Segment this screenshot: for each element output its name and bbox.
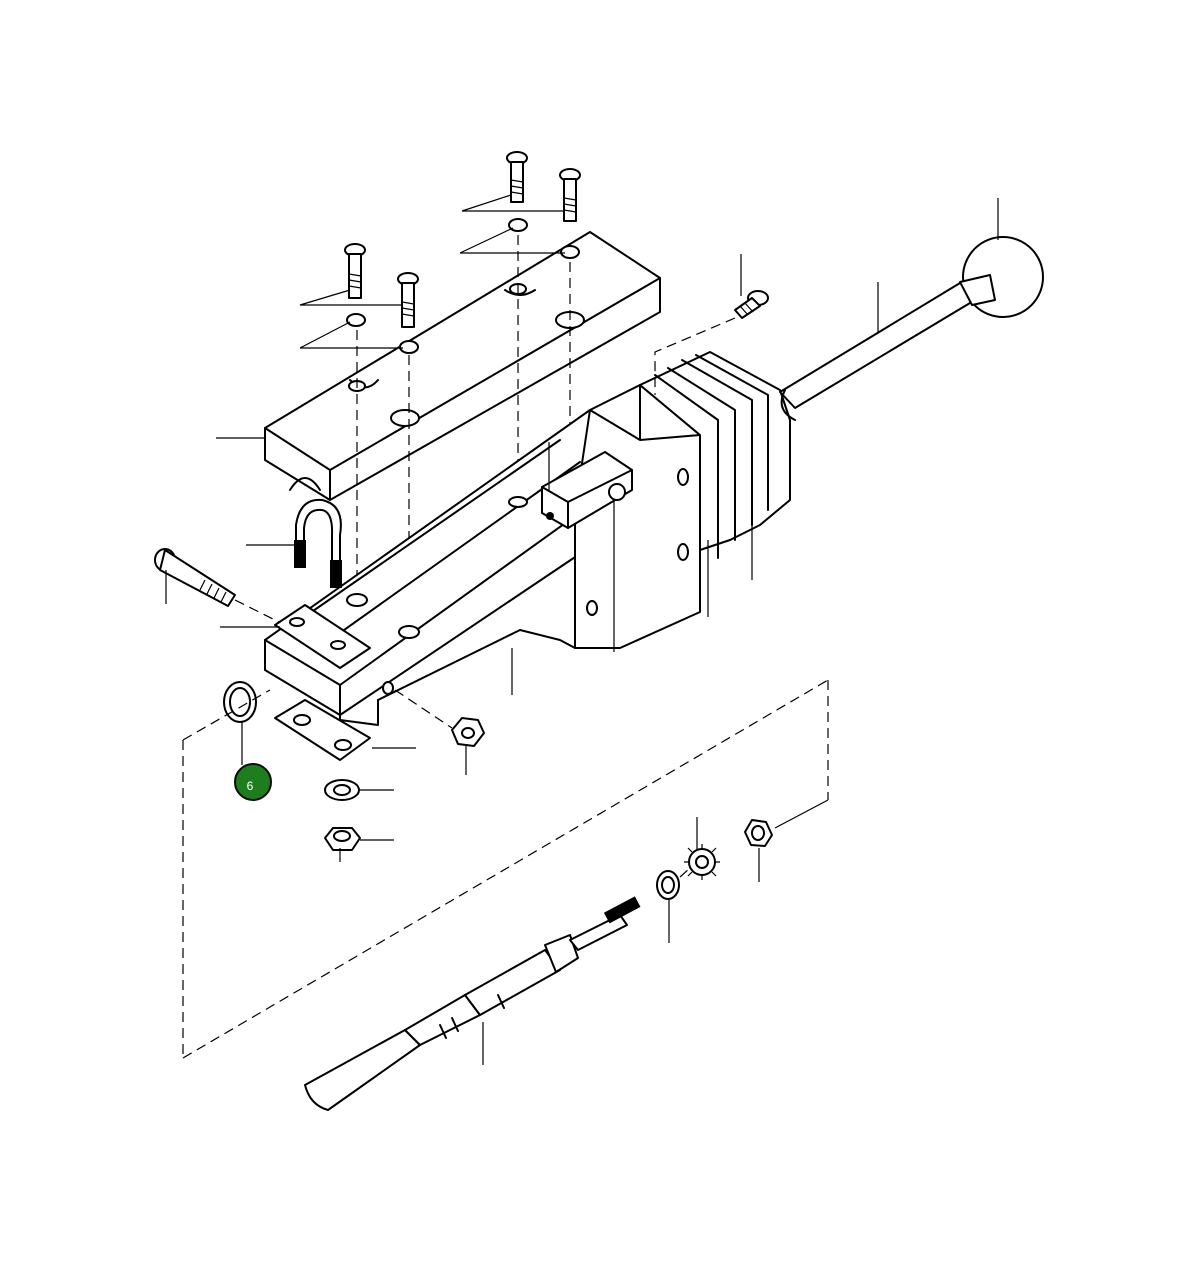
rubber-boot	[639, 351, 791, 559]
long-bolt	[154, 548, 296, 631]
housing-block	[574, 384, 701, 649]
hex-nut-lower	[324, 827, 361, 851]
u-bolt	[294, 498, 342, 588]
callout-6-circle[interactable]	[234, 763, 272, 801]
clamp-plate-bottom	[274, 699, 371, 761]
washer-lower	[324, 779, 360, 801]
assembly-bracket	[182, 679, 829, 1059]
hex-nut-end	[744, 819, 773, 847]
leader-lines	[165, 198, 999, 1065]
screw-leaders	[216, 194, 565, 439]
screws-right-pair	[506, 151, 581, 259]
ring-washer	[223, 681, 257, 723]
cable-nut	[656, 870, 680, 900]
shift-lever	[779, 236, 1044, 421]
clamp-plate-top	[274, 604, 371, 669]
callout-6-label: 6	[247, 779, 254, 793]
cable	[304, 896, 641, 1111]
hex-nut-body	[394, 689, 485, 747]
star-washer	[684, 844, 720, 880]
set-screw	[654, 290, 769, 395]
callout-6[interactable]: 6	[234, 763, 272, 801]
clamp-block	[541, 451, 633, 529]
screws-left-pair	[344, 243, 419, 354]
